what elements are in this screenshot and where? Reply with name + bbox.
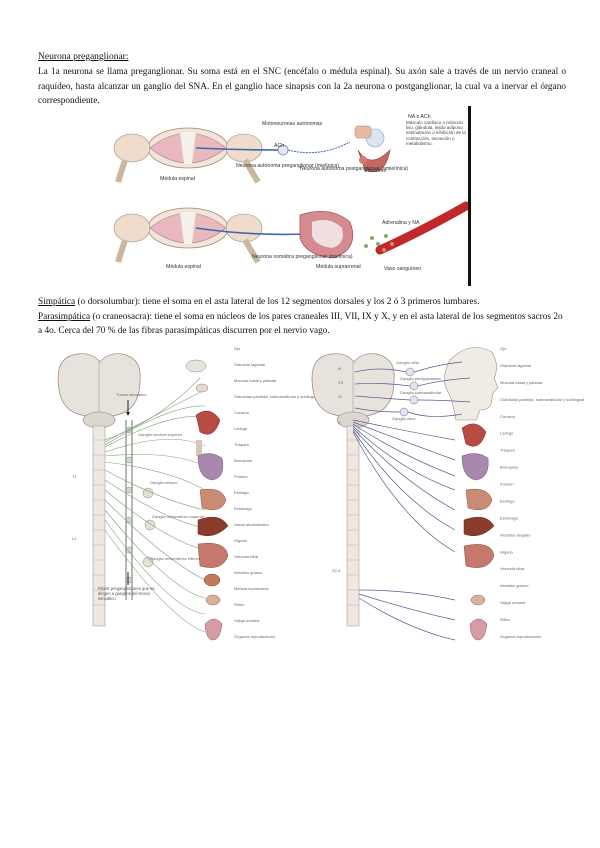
para-organ-label: Ojo [500,346,507,351]
ganglion-pterigo: Ganglio pterigopalatino [400,376,442,381]
division-paragraphs: Simpática (o dorsolumbar): tiene el soma… [38,295,566,339]
adrenal-label: Médula suprarrenal [316,264,361,270]
sympathetic-diagram: T1 L2 Tronco simpático Ganglio cervical … [57,346,318,641]
ganglion-cervical: Ganglio cervical superior [138,432,183,437]
para-organ-label: Vejiga urinaria [500,600,526,605]
ganglion-celiac: Ganglio celíaco [150,480,178,485]
para-organ-label: Vesícula biliar [500,566,525,571]
somatic-neuron-label: Neurona somática preganglionar (mielínic… [252,254,353,260]
para-organ-label: Estómago [500,515,519,520]
ganglion-submand: Ganglio submandibular [400,390,442,395]
symp-organ-label: Mucosa nasal y paladar [234,378,277,383]
symp-organ-label: Intestino grueso [234,570,263,575]
segment-l2: L2 [72,536,77,541]
symp-organ-label: Glándulas parótida, submandibular y subl… [234,394,318,399]
para-organ-label: Corazón [500,414,515,419]
blood-vessel-label: Vaso sanguíneo [384,266,421,272]
para-organ-label: Intestino grueso [500,583,529,588]
intro-paragraph: La 1a neurona se llama preganglionar. Su… [38,67,566,106]
symp-organ-label: Pulmón [234,474,248,479]
para-organ-label: Pulmón [500,482,514,487]
section-heading: Neurona preganglionar: [38,52,129,62]
para-organ-label: Laringe [500,431,514,436]
simpatica-text: (o dorsolumbar): tiene el soma en el ast… [75,297,480,307]
post-neuron-label: Neurona autónoma postganglionar (amielín… [300,166,408,172]
effector-text-box: Músculo cardíaco o músculo liso, glándul… [406,120,466,146]
symp-organ-label: Corazón [234,410,249,415]
nerve-x: X [338,420,341,425]
nerve-iii: III [338,366,341,371]
spinal-label-1: Médula espinal [160,176,195,182]
adr-na-label: Adrenalina y NA [382,220,420,226]
ganglion-ciliar: Ganglio ciliar [396,360,420,365]
symp-organ-label: Ojo [234,346,241,351]
ganglion-mes-inf: Ganglio mesentérico inferior [150,556,201,561]
para-organ-label: Glándulas parótida, submandibular y subl… [500,397,584,402]
motor-neurons-label: Motoneuronas autónomas [262,121,323,127]
symp-organ-label: Glándula lagrimal [234,362,265,367]
na-ach-label: NA o ACh [408,114,431,120]
symp-organ-label: Vasos abdominales [234,522,269,527]
symp-organ-label: Riñón [234,602,244,607]
nerve-s24: S2-4 [332,568,341,573]
pre-neuron-label: Neurona autónoma preganglionar (mielínic… [236,163,339,169]
parasympathetic-diagram: Ganglio ciliar Ganglio pterigopalatino G… [311,346,584,641]
para-organ-label: Glándula lagrimal [500,363,531,368]
sympathetic-note: Fibras preganglionares que se dirigen a … [98,586,155,601]
ganglion-mes-sup: Ganglio mesentérico superior [152,514,205,519]
symp-organ-label: Órganos reproductores [234,634,275,639]
symp-organ-label: Vejiga urinaria [234,618,260,623]
symp-organ-label: Estómago [234,506,253,511]
para-organ-label: Intestino delgado [500,532,531,537]
symp-organ-label: Hígado [234,538,248,543]
effector-text: Músculo cardíaco o músculo liso, glándul… [406,120,466,146]
para-organ-label: Tráquea [500,448,516,453]
spinal-label-2: Médula espinal [166,264,201,270]
symp-organ-label: Vesícula biliar [234,554,259,559]
parasimpatica-term: Parasimpática [38,311,91,322]
symp-organ-label: Médula suprarrenal [234,586,269,591]
ganglion-trunk: Tronco simpático [116,392,147,397]
parasimpatica-text: (o craneosacra): tiene el soma en núcleo… [38,311,563,337]
ach-label: ACh [274,143,284,149]
simpatica-line: Simpática (o dorsolumbar): tiene el soma… [38,295,566,310]
sympathetic-note-box: Fibras preganglionares que se dirigen a … [98,586,155,601]
para-organ-label: Órganos reproductores [500,634,541,639]
effectors-label: Efectores [364,168,386,174]
nerve-vii: VII [338,380,343,385]
symp-organ-label: Esófago [234,490,249,495]
top-figure-upper: Médula espinal Motoneuronas autónomas AC… [113,114,466,184]
para-organ-label: Riñón [500,617,510,622]
ganglion-otico: Ganglio ótico [392,416,416,421]
para-organ-label: Mucosa nasal y paladar [500,380,543,385]
para-organ-label: Hígado [500,549,514,554]
symp-organ-label: Laringe [234,426,248,431]
top-figure-lower: Médula espinal Neurona somática pregangl… [113,201,471,272]
simpatica-term: Simpática [38,297,76,307]
symp-organ-label: Tráquea [234,442,250,447]
segment-t1: T1 [72,474,77,479]
symp-organ-label: Bronquios [234,458,252,463]
parasimpatica-line: Parasimpática (o craneosacra): tiene el … [38,310,566,339]
para-organ-label: Bronquios [500,465,518,470]
para-organ-label: Esófago [500,499,515,504]
nerve-ix: IX [338,394,342,399]
figure-divider [468,106,471,286]
